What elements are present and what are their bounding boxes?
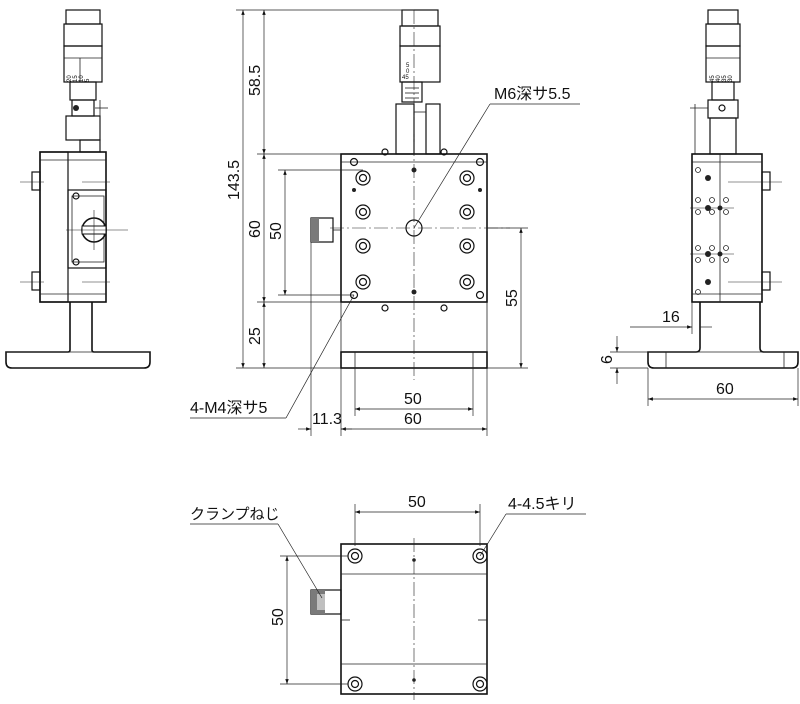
dim-25: 25: [247, 327, 264, 345]
micrometer-front: 5 0 45: [395, 9, 441, 155]
dim-60-horizontal: 60: [404, 411, 422, 428]
side-button-upper: [31, 171, 41, 191]
dim-55: 55: [504, 289, 521, 307]
dim-60-side: 60: [716, 381, 734, 398]
scale-label-front-1: 0: [406, 69, 410, 75]
dim-58-5: 58.5: [247, 65, 264, 96]
callout-m4: 4-M4深サ5: [190, 399, 267, 417]
scale-label-right-3: 30: [728, 75, 734, 82]
micrometer-left: 20 15 10 5: [63, 9, 108, 153]
scale-label-left-1: 15: [73, 75, 79, 82]
callout-m6: M6深サ5.5: [494, 85, 571, 103]
front-callouts: M6深サ5.5 4-M4深サ5: [190, 85, 580, 419]
side-button-right-upper: [761, 171, 771, 191]
side-holes-right: [695, 167, 729, 295]
right-dimensions: 16 6 60: [599, 302, 799, 406]
side-button-lower: [31, 271, 41, 291]
dim-60-vertical: 60: [247, 220, 264, 238]
bottom-view: 50 50 クランプねじ 4-4.5キリ: [190, 494, 586, 700]
dim-143-5: 143.5: [226, 160, 243, 200]
micrometer-right: 45 40 35 30: [690, 9, 741, 155]
scale-label-right-2: 35: [722, 75, 728, 82]
left-side-view: 20 15 10 5: [5, 9, 151, 369]
bottom-holes: [347, 548, 488, 692]
dim-6: 6: [599, 355, 616, 364]
dim-16: 16: [662, 309, 680, 326]
scale-label-left-3: 5: [85, 78, 91, 82]
right-side-view: 45 40 35 30: [647, 9, 799, 369]
side-button-right-lower: [761, 271, 771, 291]
callout-holes: 4-4.5キリ: [508, 496, 576, 513]
base-bracket-left: [5, 302, 151, 369]
dim-50-horizontal: 50: [404, 391, 422, 408]
scale-label-right-1: 40: [716, 75, 722, 82]
stage-body-right: [691, 153, 763, 303]
callout-clamp: クランプねじ: [190, 506, 280, 523]
dim-11-3: 11.3: [312, 411, 342, 428]
mounting-holes-front: [349, 148, 485, 312]
scale-label-left-2: 10: [79, 75, 85, 82]
scale-label-right-0: 45: [710, 75, 716, 82]
scale-label-left-0: 20: [67, 75, 73, 82]
scale-label-front-2: 45: [402, 75, 409, 81]
scale-label-front-0: 5: [406, 63, 410, 69]
dim-50-vertical: 50: [268, 222, 285, 240]
front-view: 5 0 45: [310, 9, 510, 380]
front-dimensions: 143.5 58.5 60 25 50 55 50 60 11.3: [226, 9, 528, 436]
dim-50-bottom-horizontal: 50: [408, 494, 426, 511]
dim-50-bottom-vertical: 50: [270, 608, 287, 626]
